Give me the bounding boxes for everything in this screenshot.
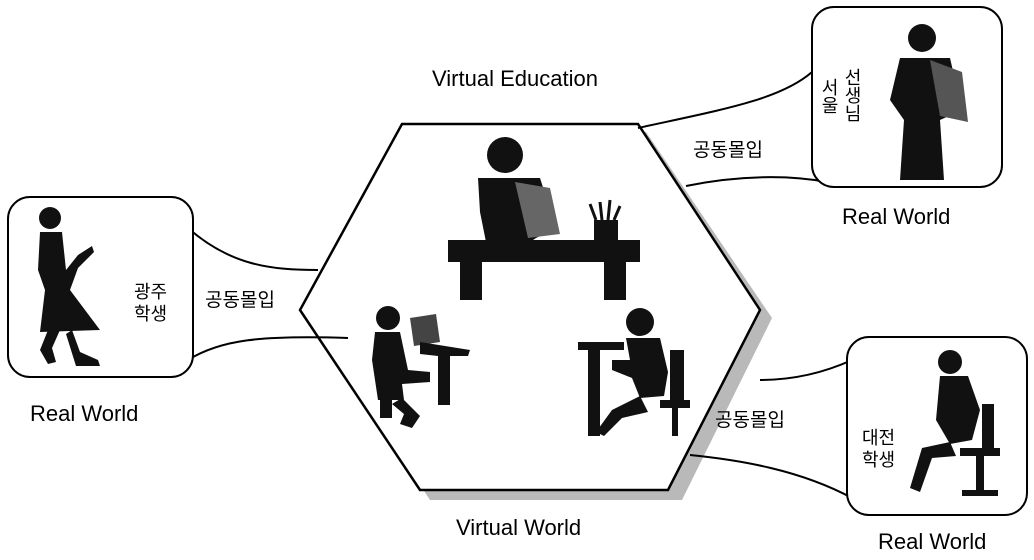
connector-left-upper — [187, 227, 319, 271]
connector-left-lower — [187, 336, 349, 361]
gwangju-line2: 학생 — [134, 303, 168, 325]
virtual-world-hexagon — [298, 122, 762, 492]
gwangju-line1: 광주 — [134, 282, 168, 303]
immersion-label-bottom-right: 공동몰입 — [715, 409, 785, 431]
connector-topright-upper — [637, 71, 813, 129]
walking-girl-figure — [38, 207, 100, 366]
real-world-label-top-right: Real World — [842, 204, 951, 229]
teacher-figure — [890, 24, 968, 180]
virtual-education-label: Virtual Education — [432, 66, 598, 91]
daejeon-student-box — [846, 336, 1028, 516]
daejeon-student-label: 대전 학생 — [862, 428, 895, 471]
daejeon-student-figure — [910, 350, 1000, 496]
gwangju-student-label: 광주 학생 — [134, 282, 167, 325]
connector-bottomright-upper — [759, 359, 853, 381]
real-world-label-bottom-right: Real World — [878, 529, 987, 554]
virtual-world-label: Virtual World — [456, 515, 582, 540]
connector-topright-lower — [685, 176, 827, 187]
seoul-teacher-label-right-column: 선생님 — [844, 68, 862, 125]
center-teacher-figure — [448, 137, 640, 300]
seoul-teacher-label-left-column: 서울 — [821, 78, 839, 117]
immersion-label-top-right: 공동몰입 — [693, 139, 763, 161]
daejeon-line1: 대전 — [862, 428, 896, 449]
center-student-girl-figure — [372, 306, 470, 428]
center-student-boy-figure — [578, 308, 690, 436]
daejeon-line2: 학생 — [862, 449, 896, 471]
connector-bottomright-lower — [689, 454, 853, 499]
immersion-label-left: 공동몰입 — [205, 289, 275, 311]
real-world-label-left: Real World — [30, 401, 139, 426]
